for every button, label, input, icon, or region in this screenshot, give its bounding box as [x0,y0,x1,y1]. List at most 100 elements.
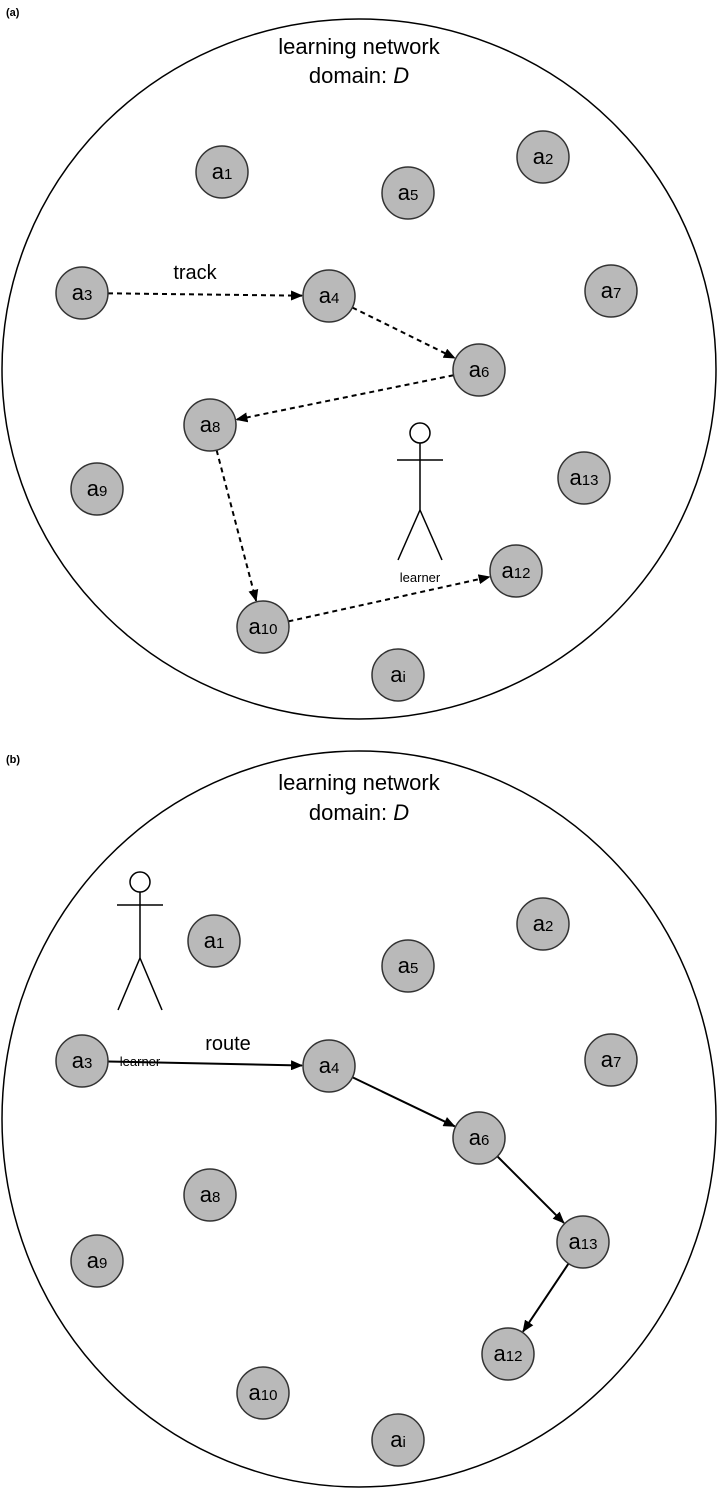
node-letter: a [502,558,515,583]
node-subscript: 10 [261,621,278,638]
node-letter: a [469,1125,482,1150]
node-a3: a3 [55,266,109,320]
node-letter: a [72,280,85,305]
node-circle [584,1033,638,1087]
node-subscript: 5 [410,187,418,204]
node-a5: a5 [381,166,435,220]
node-letter: a [398,180,411,205]
node-subscript: 1 [216,935,224,952]
node-a7: a7 [584,1033,638,1087]
node-letter: a [249,1380,262,1405]
node-letter: a [319,1053,332,1078]
node-subscript: 7 [613,1054,621,1071]
node-a3: a3 [55,1034,109,1088]
node-subscript: 5 [410,960,418,977]
edge-a13-to-a12 [522,1263,570,1333]
node-label: ai [390,662,406,687]
node-subscript: 1 [224,166,232,183]
node-a13: a13 [557,451,611,505]
node-circle [55,1034,109,1088]
node-label: a8 [200,412,221,437]
panel-a: (a) learning network domain: D track lea… [1,7,717,720]
node-subscript: 12 [514,565,531,582]
node-subscript: 3 [84,1055,92,1072]
node-letter: a [87,476,100,501]
learner-head [129,871,151,893]
domain-title-prefix: domain: [309,63,393,88]
node-circle [371,648,425,702]
node-a10: a10 [236,600,290,654]
node-subscript: 9 [99,1255,107,1272]
node-letter: a [533,144,546,169]
node-ai: ai [371,648,425,702]
domain-title-line2: domain: D [309,63,409,88]
node-letter: a [494,1341,507,1366]
node-subscript: 2 [545,151,553,168]
node-letter: a [569,1229,582,1254]
panel-b: (b) learning network domain: D route lea… [1,750,717,1488]
domain-boundary [1,18,717,720]
node-label: a12 [502,558,531,583]
node-letter: a [319,283,332,308]
node-circle [236,1366,290,1420]
node-circle [452,343,506,397]
node-letter: a [390,1427,403,1452]
edge-a6-to-a8 [235,374,454,423]
node-label: a2 [533,144,554,169]
panel-label: (b) [6,754,20,766]
node-subscript: 7 [613,285,621,302]
node-letter: a [469,357,482,382]
node-label: a10 [249,1380,278,1405]
node-label: a6 [469,1125,490,1150]
learner-label: learner [400,570,441,585]
node-subscript: i [402,1434,405,1451]
node-subscript: 9 [99,483,107,500]
node-label: a1 [204,928,225,953]
node-circle [481,1327,535,1381]
edge-a3-to-a4 [107,1060,304,1071]
track-edges [107,290,491,623]
node-subscript: 8 [212,419,220,436]
node-label: a8 [200,1182,221,1207]
node-a2: a2 [516,130,570,184]
node-letter: a [570,465,583,490]
node-a8: a8 [183,398,237,452]
node-a13: a13 [556,1215,610,1269]
node-label: a13 [570,465,599,490]
track-label: track [173,262,217,284]
node-letter: a [204,928,217,953]
node-circle [489,544,543,598]
edge-a4-to-a6 [351,306,456,359]
edge-a10-to-a12 [288,574,491,623]
domain-title-prefix: domain: [309,800,393,825]
node-letter: a [87,1248,100,1273]
node-subscript: 13 [581,1236,598,1253]
node-label: a9 [87,1248,108,1273]
node-letter: a [601,278,614,303]
node-letter: a [533,911,546,936]
edge-a3-to-a4 [107,290,304,301]
node-label: a12 [494,1341,523,1366]
node-label: a7 [601,278,622,303]
route-edges [107,1060,570,1333]
node-subscript: 6 [481,364,489,381]
node-circle [70,462,124,516]
node-a8: a8 [183,1168,237,1222]
node-a5: a5 [381,939,435,993]
domain-variable: D [393,63,409,88]
node-circle [452,1111,506,1165]
domain-title-line1: learning network [278,770,440,795]
edge-a4-to-a6 [352,1076,456,1128]
node-letter: a [200,412,213,437]
learner-figure [397,422,443,561]
node-label: a5 [398,180,419,205]
node-circle [55,266,109,320]
domain-title-line1: learning network [278,34,440,59]
node-circle [183,398,237,452]
node-a9: a9 [70,462,124,516]
node-circle [70,1234,124,1288]
node-subscript: 8 [212,1189,220,1206]
node-label: ai [390,1427,406,1452]
